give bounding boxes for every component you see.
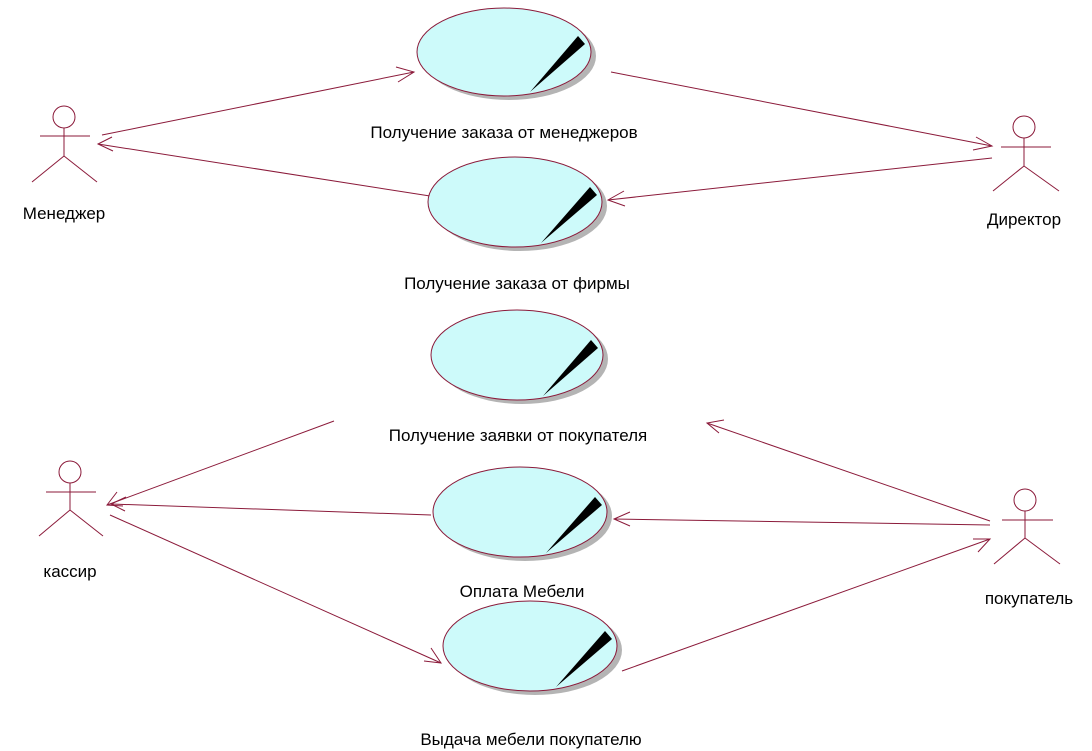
usecase-notch-icon — [556, 631, 612, 687]
usecase-uc3[interactable] — [430, 309, 608, 404]
assoc-director-uc2 — [607, 157, 993, 201]
actor-manager-icon[interactable] — [31, 105, 98, 183]
arrowhead — [423, 647, 443, 664]
actor-customer-icon[interactable] — [993, 488, 1061, 565]
assoc-uc2-manager — [97, 143, 431, 197]
assoc-customer-uc3 — [706, 422, 991, 522]
actor-cashier-icon[interactable] — [38, 460, 104, 537]
arrowhead — [395, 66, 416, 83]
usecase-uc2-label: Получение заказа от фирмы — [404, 274, 630, 293]
usecase-uc3-label: Получение заявки от покупателя — [389, 426, 648, 445]
usecase-uc4[interactable] — [432, 466, 612, 561]
arrowhead — [705, 419, 725, 434]
usecase-notch-icon — [543, 340, 598, 396]
assoc-uc1-director — [610, 71, 993, 147]
usecase-notch-icon — [530, 36, 585, 92]
assoc-uc5-customer — [621, 538, 991, 672]
usecase-uc1[interactable] — [416, 7, 596, 100]
assoc-uc3-cashier — [106, 420, 335, 506]
usecase-uc5-label: Выдача мебели покупателю — [420, 730, 642, 749]
actor-director-label: Директор — [987, 210, 1061, 229]
actor-manager-label: Менеджер — [23, 204, 105, 223]
actor-director-icon[interactable] — [992, 115, 1060, 192]
arrowhead — [612, 511, 631, 527]
arrowhead — [972, 136, 994, 151]
actor-cashier-label: кассир — [43, 562, 96, 581]
arrowhead — [106, 491, 124, 507]
assoc-customer-uc4 — [613, 518, 991, 526]
usecase-uc2[interactable] — [427, 156, 607, 251]
arrowhead — [973, 538, 992, 553]
arrowhead — [96, 136, 114, 152]
assoc-cashier-uc5 — [109, 514, 442, 664]
arrowhead — [109, 496, 127, 512]
arrowhead — [606, 190, 626, 207]
usecase-uc4-label: Оплата Мебели — [460, 582, 585, 601]
assoc-uc4-cashier — [110, 503, 432, 516]
usecase-uc1-label: Получение заказа от менеджеров — [370, 123, 637, 142]
assoc-manager-uc1 — [101, 71, 415, 136]
usecase-notch-icon — [546, 497, 602, 553]
usecase-notch-icon — [541, 187, 597, 243]
actor-customer-label: покупатель — [985, 589, 1073, 608]
usecase-uc5[interactable] — [442, 600, 622, 695]
